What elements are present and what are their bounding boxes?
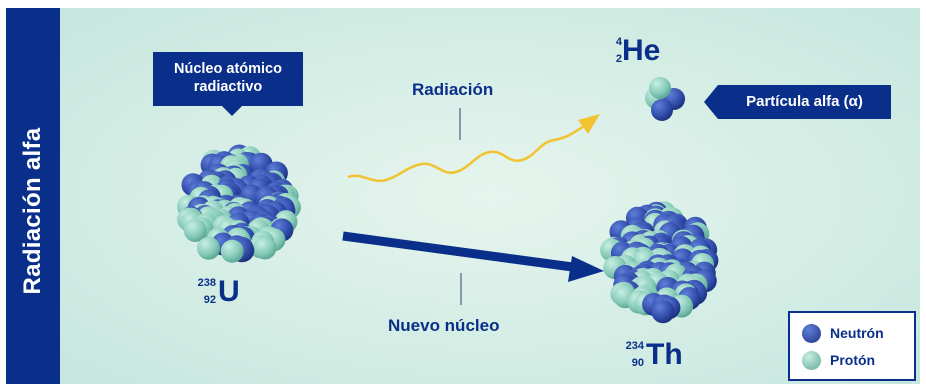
proton-sphere xyxy=(183,219,207,242)
alpha-particle-callout: Partícula alfa (α) xyxy=(704,85,891,119)
alpha-particle-cluster xyxy=(645,77,685,121)
legend: Neutrón Protón xyxy=(788,311,916,381)
new-nucleus-arrow-shaft xyxy=(342,231,581,273)
thorium-nucleus xyxy=(600,201,719,324)
uranium-symbol: U xyxy=(218,275,240,308)
proton-swatch xyxy=(802,351,821,370)
helium-mass-number: 4 xyxy=(615,36,622,48)
thorium-symbol: Th xyxy=(646,338,683,371)
thorium-atomic-number: 90 xyxy=(631,357,644,369)
helium-atomic-number: 2 xyxy=(615,53,622,65)
radiation-arrowhead xyxy=(578,114,600,134)
new-nucleus-arrowhead xyxy=(568,256,604,282)
uranium-nucleus xyxy=(177,144,301,263)
neutron-sphere xyxy=(651,300,675,324)
proton-sphere xyxy=(253,236,277,260)
proton-sphere xyxy=(649,77,671,99)
neutron-swatch xyxy=(802,324,821,343)
sidebar-band xyxy=(6,8,60,384)
helium-symbol: He xyxy=(622,34,661,67)
uranium-mass-number: 238 xyxy=(197,277,216,289)
legend-label-neutron: Neutrón xyxy=(830,325,884,341)
legend-label-proton: Protón xyxy=(830,352,876,368)
radiation-label: Radiación xyxy=(412,80,494,99)
proton-sphere xyxy=(197,236,221,260)
neutron-sphere xyxy=(651,99,673,121)
thorium-mass-number: 234 xyxy=(625,340,644,352)
radiation-wave xyxy=(347,124,585,183)
proton-sphere xyxy=(220,239,244,263)
uranium-atomic-number: 92 xyxy=(203,294,216,306)
new-nucleus-label: Nuevo núcleo xyxy=(388,316,500,335)
nucleus-callout: Núcleo atómico radiactivo xyxy=(153,52,303,116)
